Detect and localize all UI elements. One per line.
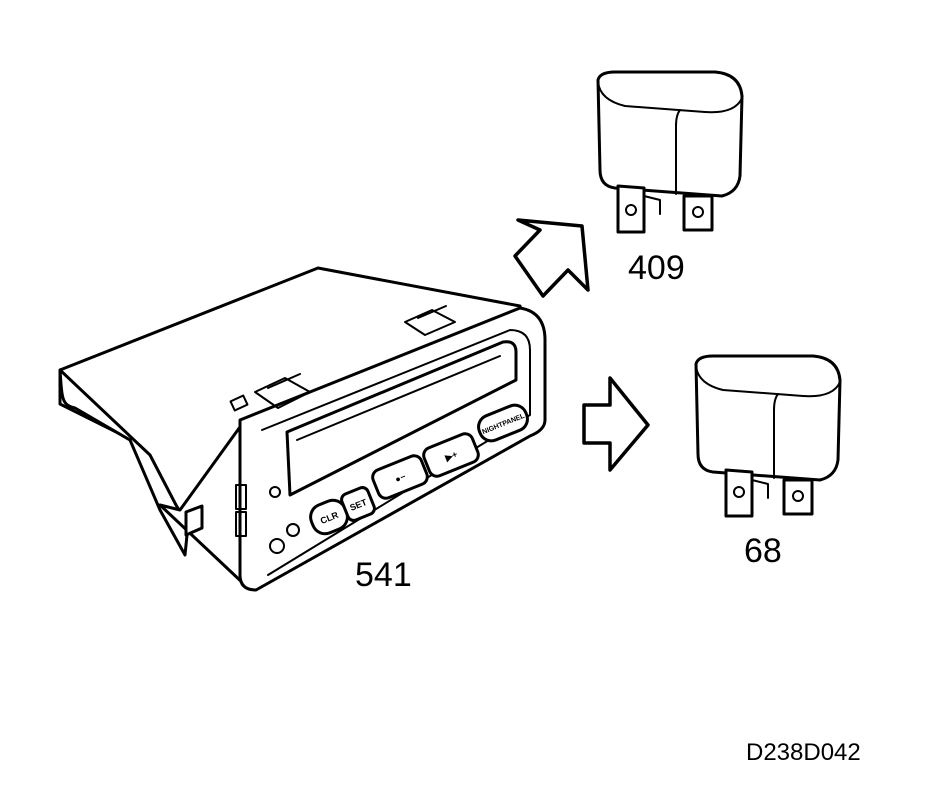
display-unit-541: CLR SET ●− ▶+ NIGHTPANEL	[58, 266, 547, 592]
set-button[interactable]: SET	[340, 486, 376, 522]
label-541: 541	[355, 556, 412, 594]
minus-button-label: ●−	[394, 471, 408, 484]
plus-button[interactable]: ▶+	[421, 431, 480, 478]
arrow-right-icon	[582, 376, 650, 472]
relay-409	[596, 70, 744, 234]
plus-button-label: ▶+	[443, 449, 459, 463]
label-409: 409	[628, 249, 685, 287]
night-panel-button[interactable]: NIGHTPANEL	[475, 402, 531, 445]
minus-button[interactable]: ●−	[370, 453, 429, 500]
reference-code: D238D042	[746, 739, 861, 766]
relay-68	[694, 354, 842, 518]
arrow-up-right-icon	[513, 218, 590, 298]
label-68: 68	[744, 532, 782, 570]
